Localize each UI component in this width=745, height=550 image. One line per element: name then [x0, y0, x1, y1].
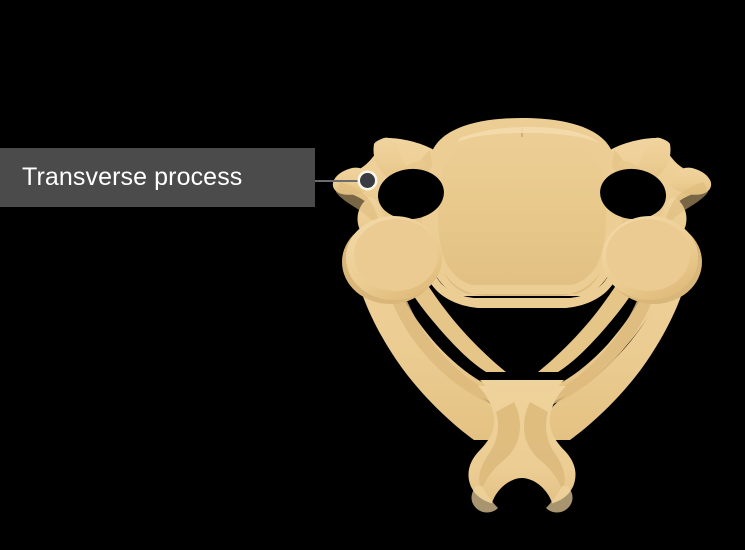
- transverse-foramen-right-overlay: [600, 168, 666, 220]
- spinous-tubercle-right: [546, 486, 573, 513]
- vertebral-body-inferior-bar: [430, 276, 614, 308]
- spinous-process-body: [473, 380, 571, 506]
- vertebral-body-highlight: [458, 126, 600, 143]
- transverse-process-right-shadow: [664, 182, 708, 228]
- articular-facet-right-face: [606, 219, 690, 291]
- callout-label-text: Transverse process: [22, 163, 243, 191]
- spinous-process-shadow: [479, 402, 520, 490]
- posterior-arch-group: [353, 232, 691, 522]
- pedicle-lamina-left: [353, 232, 498, 440]
- callout-label-box[interactable]: Transverse process: [0, 148, 315, 207]
- articular-facet-left-face: [354, 219, 438, 291]
- vertebral-body-inner: [438, 136, 606, 285]
- callout-marker-dot: [360, 173, 375, 188]
- spinous-process-shadow-right: [524, 402, 565, 490]
- transverse-foramen-left-overlay: [378, 168, 444, 220]
- pedicle-lamina-right: [546, 232, 691, 440]
- vertebral-body-group: [411, 118, 633, 308]
- transverse-process-left-shadow: [336, 182, 380, 228]
- spinous-process-bifid-notch: [491, 478, 553, 522]
- callout-leader-line: [315, 180, 367, 182]
- spinous-tubercle-left: [471, 486, 498, 513]
